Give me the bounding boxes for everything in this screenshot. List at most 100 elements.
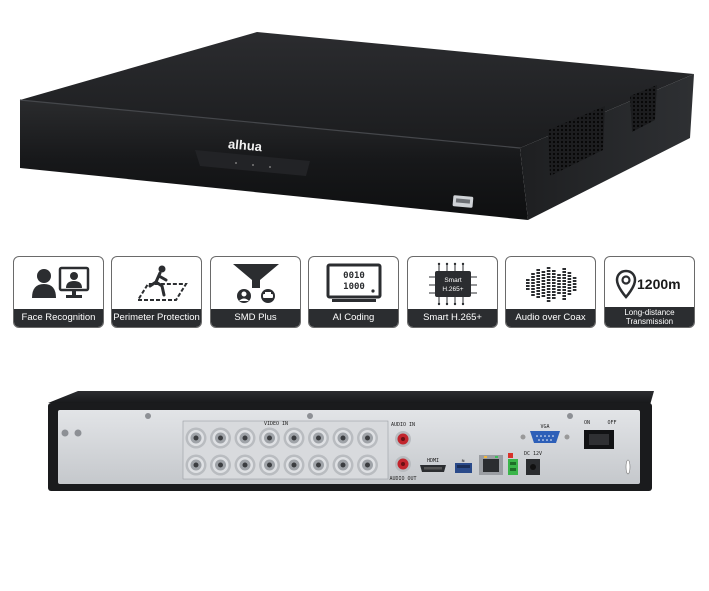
waveform-bar bbox=[567, 272, 571, 274]
feature-ai-coding: 0010 1000 AI Coding bbox=[308, 256, 399, 328]
waveform-bar bbox=[535, 275, 540, 277]
waveform-bar bbox=[541, 277, 545, 279]
waveform-bar bbox=[535, 272, 540, 274]
bnc-connector bbox=[259, 454, 280, 476]
waveform-bar bbox=[530, 276, 535, 278]
bnc-connectors bbox=[185, 427, 378, 476]
waveform-bar bbox=[567, 275, 571, 277]
bnc-connector bbox=[283, 427, 305, 449]
waveform-bar bbox=[541, 274, 545, 276]
bnc-connector bbox=[308, 454, 329, 476]
waveform-bar bbox=[567, 284, 571, 286]
waveform-bar bbox=[546, 300, 550, 302]
svg-text:1000: 1000 bbox=[343, 282, 365, 292]
bnc-connector bbox=[234, 454, 256, 476]
bnc-connector bbox=[332, 454, 354, 476]
waveform-bar bbox=[546, 276, 550, 278]
bnc-connector bbox=[357, 427, 378, 449]
smd-plus-icon bbox=[232, 264, 279, 303]
ai-coding-icon: 0010 1000 bbox=[326, 263, 381, 302]
dvr-front-view: alhua bbox=[19, 32, 694, 220]
waveform-bar bbox=[535, 281, 540, 283]
waveform-bar bbox=[541, 289, 545, 291]
power-switch bbox=[584, 430, 614, 449]
waveform-bar bbox=[551, 282, 556, 284]
waveform-bar bbox=[546, 288, 550, 290]
waveform-bar bbox=[556, 286, 561, 288]
bnc-connector bbox=[357, 454, 378, 476]
waveform-bar bbox=[556, 277, 561, 279]
screw bbox=[74, 429, 82, 437]
screw bbox=[145, 413, 151, 419]
location-pin-icon bbox=[615, 269, 637, 299]
video-in-label: VIDEO IN bbox=[264, 421, 288, 427]
feature-label: Long-distance Transmission bbox=[605, 307, 694, 327]
screw bbox=[307, 413, 313, 419]
waveform-bar bbox=[551, 273, 556, 275]
waveform-bar bbox=[556, 289, 561, 291]
dvr-top-surface bbox=[20, 32, 694, 148]
waveform-bar bbox=[546, 270, 550, 272]
usb-icon bbox=[452, 195, 474, 208]
waveform-bar bbox=[530, 279, 535, 281]
waveform-bar bbox=[567, 287, 571, 289]
waveform-bar bbox=[567, 278, 571, 280]
audio-waveform-icon bbox=[525, 267, 576, 302]
waveform-bar bbox=[541, 280, 545, 282]
bnc-connector bbox=[259, 427, 280, 449]
waveform-bar bbox=[530, 291, 535, 293]
feature-smd-plus: SMD Plus bbox=[210, 256, 301, 328]
power-in-label: DC 12V bbox=[524, 451, 542, 457]
waveform-bar bbox=[535, 293, 540, 295]
chip-icon: Smart H.265+ bbox=[428, 262, 477, 306]
waveform-bar bbox=[530, 294, 535, 296]
feature-label: Smart H.265+ bbox=[408, 309, 497, 327]
waveform-bar bbox=[561, 295, 566, 297]
waveform-bar bbox=[556, 292, 561, 294]
waveform-bar bbox=[561, 292, 566, 294]
waveform-bar bbox=[535, 287, 540, 289]
waveform-bar bbox=[556, 283, 561, 285]
waveform-bar bbox=[530, 285, 535, 287]
lan-port bbox=[479, 455, 503, 475]
feature-label: Audio over Coax bbox=[506, 309, 595, 327]
svg-text:⇆: ⇆ bbox=[461, 458, 464, 464]
waveform-bar bbox=[530, 282, 535, 284]
bnc-connector bbox=[283, 454, 305, 476]
waveform-bar bbox=[535, 269, 540, 271]
usb-port bbox=[455, 463, 472, 473]
waveform-bar bbox=[556, 280, 561, 282]
waveform-bar bbox=[551, 291, 556, 293]
waveform-bar bbox=[530, 273, 535, 275]
waveform-bar bbox=[572, 280, 576, 282]
face-recognition-icon bbox=[31, 266, 89, 298]
dvr-rear-view: VIDEO IN AUDIO IN AUDIO OUT HDMI ⇆ DC 12… bbox=[48, 391, 654, 491]
waveform-bar bbox=[546, 282, 550, 284]
bnc-connector bbox=[308, 427, 329, 449]
waveform-bar bbox=[561, 280, 566, 282]
waveform-bar bbox=[561, 283, 566, 285]
waveform-bar bbox=[546, 273, 550, 275]
waveform-bar bbox=[572, 283, 576, 285]
waveform-bar bbox=[535, 296, 540, 298]
side-vent bbox=[548, 106, 605, 176]
waveform-bar bbox=[525, 288, 530, 290]
waveform-bar bbox=[551, 288, 556, 290]
waveform-bar bbox=[556, 274, 561, 276]
bnc-connector bbox=[332, 427, 354, 449]
waveform-bar bbox=[546, 285, 550, 287]
waveform-bar bbox=[541, 292, 545, 294]
waveform-bar bbox=[530, 288, 535, 290]
svg-text:H.265+: H.265+ bbox=[442, 286, 463, 293]
feature-label: Perimeter Protection bbox=[112, 309, 201, 327]
waveform-bar bbox=[551, 297, 556, 299]
bnc-connector bbox=[185, 454, 207, 476]
bnc-connector bbox=[210, 427, 231, 449]
waveform-bar bbox=[546, 291, 550, 293]
terminal-block bbox=[508, 453, 518, 475]
vga-port bbox=[520, 431, 570, 443]
waveform-bar bbox=[572, 277, 576, 279]
waveform-bar bbox=[525, 279, 530, 281]
feature-perimeter-protection: Perimeter Protection bbox=[111, 256, 202, 328]
perimeter-protection-icon bbox=[135, 265, 188, 301]
